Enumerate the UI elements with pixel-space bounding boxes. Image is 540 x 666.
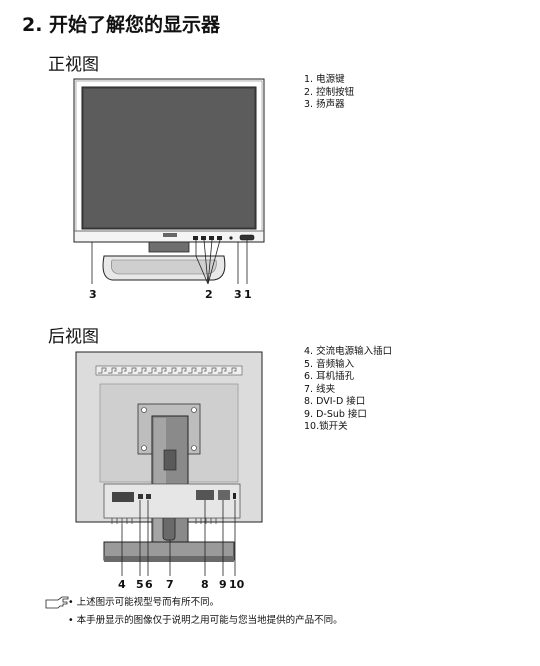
back-callout-7: 7 (166, 578, 174, 591)
front-callout-2: 2 (205, 288, 213, 301)
back-callout-10: 10 (229, 578, 245, 591)
back-callout-4: 4 (118, 578, 126, 591)
back-legend: 4. 交流电源输入插口 5. 音频输入 6. 耳机插孔 7. 线夹 8. DVI… (304, 346, 392, 434)
back-legend-item: 6. 耳机插孔 (304, 371, 355, 382)
front-callout-1: 1 (244, 288, 252, 301)
front-legend-item: 2. 控制按钮 (304, 86, 355, 98)
back-callout-5: 5 (136, 578, 144, 591)
back-callout-6: 6 (145, 578, 153, 591)
back-legend-item: 4. 交流电源输入插口 (304, 346, 393, 357)
front-legend: 1. 电源键 2. 控制按钮 3. 扬声器 (304, 74, 354, 112)
note-1: • 上述图示可能视型号而有所不同。 (68, 597, 220, 608)
back-legend-item: 8. DVI-D 接口 (304, 396, 366, 407)
front-callout-3-left: 3 (89, 288, 97, 301)
front-legend-item: 1. 电源键 (304, 74, 345, 85)
back-legend-item: 9. D-Sub 接口 (304, 408, 367, 420)
back-legend-item: 10.锁开关 (304, 421, 348, 432)
back-callout-9: 9 (219, 578, 227, 591)
back-callout-8: 8 (201, 578, 209, 591)
note-2: • 本手册显示的图像仅于说明之用可能与您当地提供的产品不同。 (68, 615, 343, 626)
back-legend-item: 5. 音频输入 (304, 358, 355, 370)
front-legend-item: 3. 扬声器 (304, 99, 345, 110)
front-view-heading: 正视图 (48, 55, 99, 75)
back-legend-item: 7. 线夹 (304, 383, 336, 395)
front-callout-3-right: 3 (234, 288, 242, 301)
page-title: 2. 开始了解您的显示器 (22, 14, 221, 36)
back-view-heading: 后视图 (48, 327, 99, 347)
